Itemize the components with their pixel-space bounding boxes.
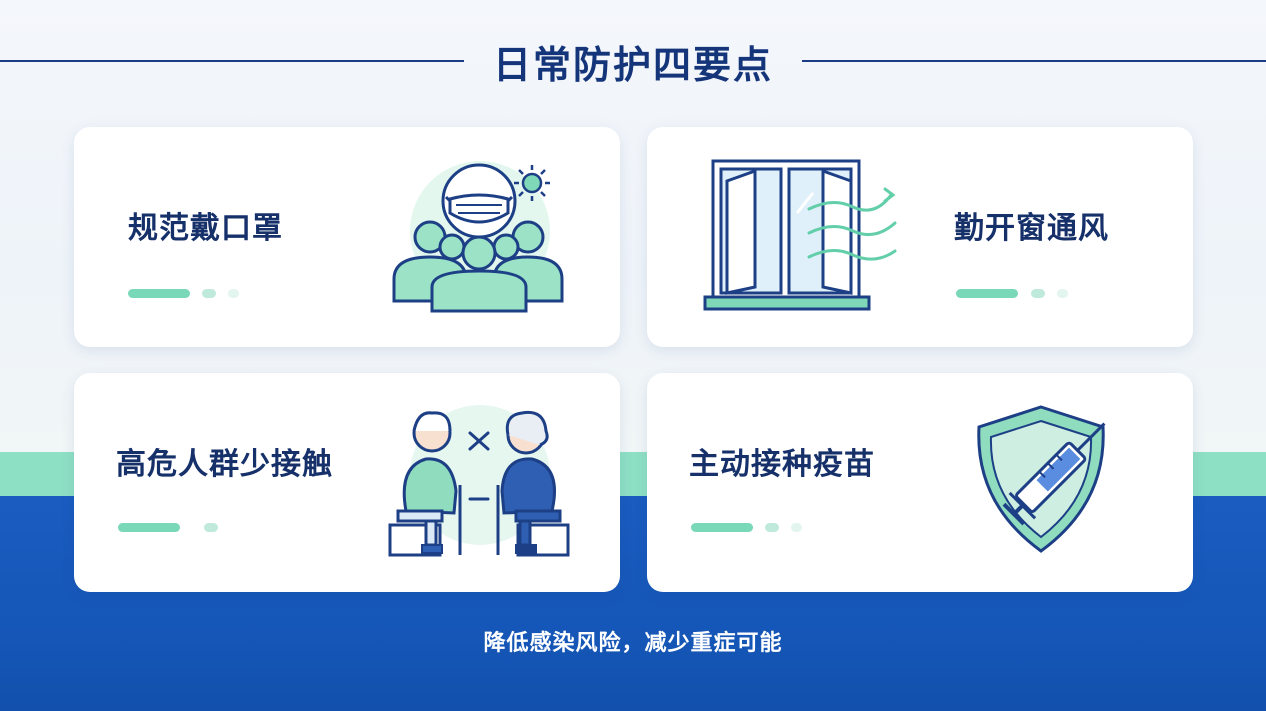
card-high-risk: 高危人群少接触 xyxy=(74,373,620,592)
card-ventilation-bar-dot-light xyxy=(1057,289,1068,298)
card-ventilation: 勤开窗通风 xyxy=(647,127,1193,347)
card-ventilation-label: 勤开窗通风 xyxy=(954,211,1109,246)
card-vaccine-bar-dot-light xyxy=(791,523,802,532)
card-vaccine-label: 主动接种疫苗 xyxy=(689,447,875,482)
open-window-icon xyxy=(703,159,897,311)
card-mask-bar-main xyxy=(128,289,190,298)
elderly-distancing-icon xyxy=(388,405,570,557)
card-mask-label: 规范戴口罩 xyxy=(128,211,283,246)
card-high-risk-bar-dot xyxy=(204,523,218,532)
vaccine-shield-icon xyxy=(977,405,1106,553)
page-title: 日常防护四要点 xyxy=(492,43,773,87)
card-ventilation-bar-main xyxy=(956,289,1018,298)
card-ventilation-bar-dot xyxy=(1031,289,1045,298)
card-mask-bar-dot xyxy=(202,289,216,298)
card-vaccine: 主动接种疫苗 xyxy=(647,373,1193,592)
card-high-risk-label: 高危人群少接触 xyxy=(116,447,333,482)
card-high-risk-bar-main xyxy=(118,523,180,532)
footer-slogan: 降低感染风险，减少重症可能 xyxy=(483,631,783,656)
title-divider-left xyxy=(0,60,464,62)
card-mask: 规范戴口罩 xyxy=(74,127,620,347)
masked-crowd-icon xyxy=(392,161,564,313)
card-vaccine-bar-dot xyxy=(765,523,779,532)
card-mask-bar-dot-light xyxy=(228,289,239,298)
title-divider-right xyxy=(802,60,1266,62)
card-vaccine-bar-main xyxy=(691,523,753,532)
